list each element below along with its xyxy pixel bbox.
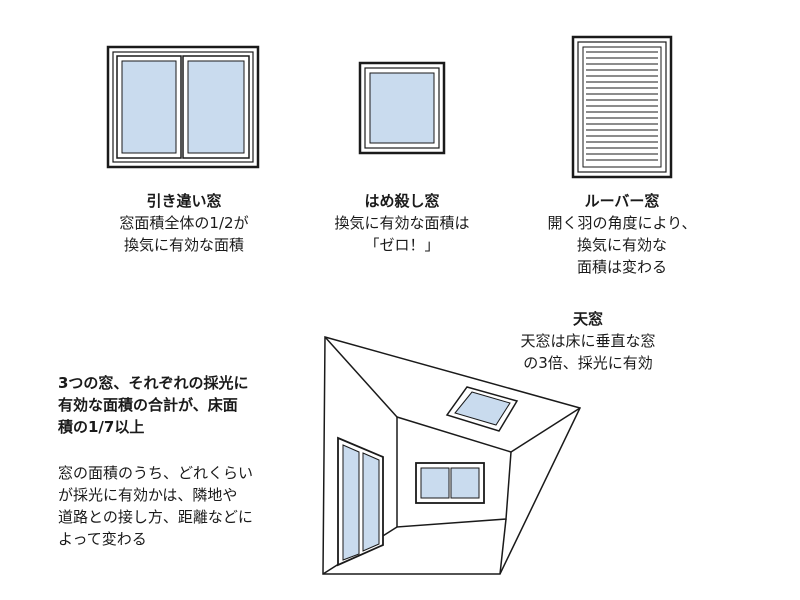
louver-window-desc-2: 換気に有効な [576,236,667,254]
fixed-window-desc-2: 「ゼロ！」 [364,236,440,254]
sliding-window-desc-2: 換気に有効な面積 [123,236,244,254]
louver-window-desc-3: 面積は変わる [576,258,667,276]
sliding-window-title: 引き違い窓 [146,192,222,210]
fixed-window-title: はめ殺し窓 [364,192,440,210]
skylight-desc-1: 天窓は床に垂直な窓 [520,332,656,350]
note-line-2: が採光に有効かは、隣地や [58,486,238,504]
lighting-requirement-note: 3つの窓、それぞれの採光に 有効な面積の合計が、床面 積の1/7以上 [58,372,308,438]
sliding-window-illustration [106,45,260,169]
sliding-window-desc-1: 窓面積全体の1/2が [119,214,249,232]
louver-window-title: ルーバー窓 [584,192,660,210]
fixed-window-illustration [358,61,446,155]
note-line-4: よって変わる [58,530,147,548]
skylight-illustration [445,386,519,432]
louver-window-caption: ルーバー窓 開く羽の角度により、 換気に有効な 面積は変わる [532,190,712,278]
lighting-effectiveness-note: 窓の面積のうち、どれくらい が採光に有効かは、隣地や 道路との接し方、距離などに… [58,462,308,550]
note-line-1: 窓の面積のうち、どれくらい [58,464,254,482]
fixed-window-caption: はめ殺し窓 換気に有効な面積は 「ゼロ！」 [314,190,490,256]
left-wall-door-illustration [337,436,384,567]
louver-window-illustration [571,35,673,179]
requirement-line-2: 有効な面積の合計が、床面 [58,396,238,414]
note-line-3: 道路との接し方、距離などに [58,508,253,526]
room-illustration [322,336,582,575]
skylight-title: 天窓 [572,310,603,328]
requirement-line-3: 積の1/7以上 [58,418,145,436]
louver-window-desc-1: 開く羽の角度により、 [547,214,697,232]
back-wall-window-illustration [415,462,485,504]
skylight-desc-2: の3倍、採光に有効 [523,354,653,372]
skylight-caption: 天窓 天窓は床に垂直な窓 の3倍、採光に有効 [498,308,678,374]
requirement-line-1: 3つの窓、それぞれの採光に [58,374,249,392]
fixed-window-desc-1: 換気に有効な面積は [334,214,470,232]
sliding-window-caption: 引き違い窓 窓面積全体の1/2が 換気に有効な面積 [88,190,280,256]
